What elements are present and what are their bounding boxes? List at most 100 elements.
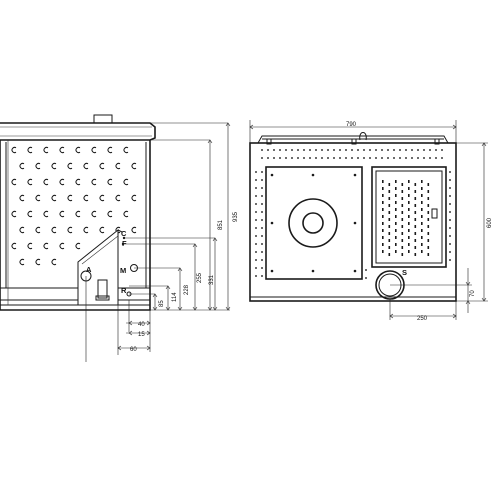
perforation-dot bbox=[261, 219, 263, 221]
dim-250: 250 bbox=[417, 316, 428, 322]
perforation-dot bbox=[261, 179, 263, 181]
perforation-dot bbox=[315, 149, 317, 151]
perforation-dot bbox=[291, 157, 293, 159]
perforation-dot bbox=[297, 157, 299, 159]
dim-600: 600 bbox=[487, 217, 492, 228]
perforation-dot bbox=[351, 157, 353, 159]
vent-slot bbox=[408, 243, 410, 246]
perforation-dot bbox=[411, 157, 413, 159]
perforation-mark bbox=[27, 242, 33, 250]
perforation-mark bbox=[99, 226, 105, 234]
vent-slot bbox=[408, 229, 410, 232]
perforation-dot bbox=[255, 171, 257, 173]
vent-slot bbox=[388, 197, 391, 200]
perforation-mark bbox=[107, 210, 113, 218]
perforation-mark bbox=[99, 194, 105, 202]
perforation-mark bbox=[19, 194, 25, 202]
perforation-dot bbox=[285, 157, 287, 159]
perforation-mark bbox=[115, 226, 121, 234]
perforation-dot bbox=[273, 157, 275, 159]
perforation-dot bbox=[449, 179, 451, 181]
perforation-dot bbox=[365, 269, 367, 271]
perforation-mark bbox=[75, 178, 81, 186]
vent-slot bbox=[401, 232, 404, 235]
vent-slot bbox=[395, 243, 397, 246]
perforation-dot bbox=[333, 149, 335, 151]
perforation-dot bbox=[321, 149, 323, 151]
perforation-dot bbox=[449, 211, 451, 213]
vent-slot bbox=[382, 201, 384, 204]
perforation-mark bbox=[35, 258, 41, 266]
vent-slot bbox=[427, 197, 430, 200]
perforation-mark bbox=[91, 210, 97, 218]
vent-slot bbox=[401, 218, 404, 221]
perforation-dot bbox=[273, 149, 275, 151]
side-flue-stub bbox=[93, 114, 113, 124]
perforation-dot bbox=[297, 149, 299, 151]
side-perforation-grid bbox=[11, 146, 137, 266]
vent-slot bbox=[382, 229, 384, 232]
perforation-dot bbox=[357, 157, 359, 159]
perforation-mark bbox=[83, 162, 89, 170]
perforation-dot bbox=[285, 149, 287, 151]
perforation-dot bbox=[417, 149, 419, 151]
vent-slot bbox=[414, 190, 417, 193]
vent-slot bbox=[401, 211, 404, 214]
vent-slot bbox=[401, 197, 404, 200]
perforation-dot bbox=[327, 149, 329, 151]
perforation-dot bbox=[255, 267, 257, 269]
perforation-mark bbox=[83, 226, 89, 234]
vent-slot bbox=[382, 187, 384, 190]
vent-slot bbox=[388, 218, 391, 221]
dim-255: 255 bbox=[197, 272, 203, 283]
perforation-dot bbox=[441, 149, 443, 151]
perforation-mark bbox=[83, 194, 89, 202]
perforation-dot bbox=[423, 157, 425, 159]
vent-slots bbox=[382, 180, 430, 256]
vent-slot bbox=[421, 222, 423, 225]
perforation-dot bbox=[387, 157, 389, 159]
perforation-dot bbox=[309, 157, 311, 159]
label-m: M bbox=[120, 266, 126, 275]
vent-slot bbox=[421, 229, 423, 232]
perforation-dot bbox=[255, 179, 257, 181]
vent-slot bbox=[395, 215, 397, 218]
vent-slot bbox=[401, 246, 404, 249]
vent-slot bbox=[414, 211, 417, 214]
perforation-dot bbox=[449, 259, 451, 261]
perforation-mark bbox=[51, 226, 57, 234]
perforation-dot bbox=[321, 157, 323, 159]
vent-slot bbox=[427, 218, 430, 221]
perforation-mark bbox=[19, 226, 25, 234]
vent-slot bbox=[395, 208, 397, 211]
perforation-mark bbox=[67, 162, 73, 170]
perforation-mark bbox=[59, 242, 65, 250]
label-a: A bbox=[86, 265, 92, 274]
perforation-mark bbox=[43, 242, 49, 250]
vent-slot bbox=[408, 250, 410, 253]
vent-slot bbox=[395, 180, 397, 183]
perforation-dot bbox=[255, 275, 257, 277]
hotplate-outer-ring bbox=[288, 198, 338, 248]
perforation-mark bbox=[59, 210, 65, 218]
vent-slot bbox=[427, 232, 430, 235]
vent-slot bbox=[382, 208, 384, 211]
perforation-mark bbox=[123, 146, 129, 154]
perforation-mark bbox=[11, 178, 17, 186]
perforation-dot bbox=[435, 149, 437, 151]
perforation-dot bbox=[339, 157, 341, 159]
vent-slot bbox=[388, 225, 391, 228]
top-view: 790 S bbox=[249, 120, 492, 322]
perforation-mark bbox=[107, 178, 113, 186]
dim-851: 851 bbox=[218, 219, 224, 230]
perforation-dot bbox=[255, 235, 257, 237]
perforation-mark bbox=[51, 194, 57, 202]
perforation-dot bbox=[255, 211, 257, 213]
vent-slot bbox=[421, 250, 423, 253]
perforation-dot bbox=[387, 149, 389, 151]
dim-790: 790 bbox=[346, 122, 357, 128]
perforation-dot bbox=[381, 149, 383, 151]
perforation-dot bbox=[261, 149, 263, 151]
perforation-dot bbox=[333, 157, 335, 159]
vent-slot bbox=[395, 201, 397, 204]
